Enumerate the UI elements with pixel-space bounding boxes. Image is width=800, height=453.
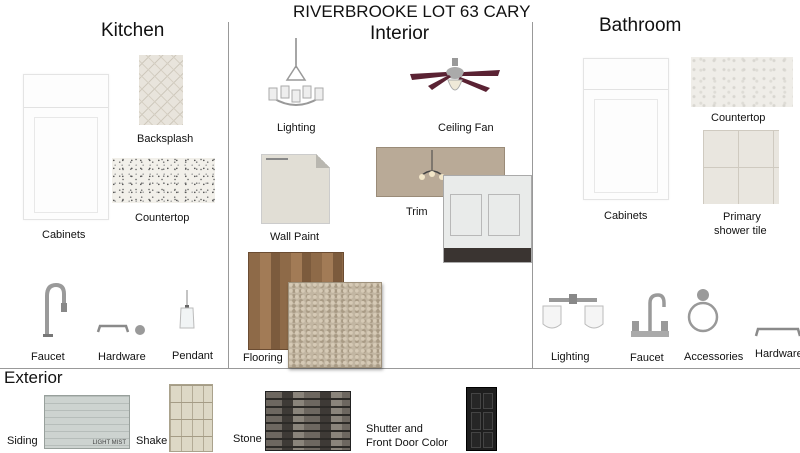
divider-exterior xyxy=(0,368,800,369)
interior-trim-image-wainscot xyxy=(443,175,532,263)
exterior-siding-label: Siding xyxy=(7,435,38,447)
exterior-shake-swatch xyxy=(169,384,213,452)
bathroom-lighting-label: Lighting xyxy=(551,351,590,363)
kitchen-backsplash-image xyxy=(139,55,183,125)
bathroom-vanity-light-icon xyxy=(542,294,604,329)
bathroom-cabinets-label: Cabinets xyxy=(604,210,648,222)
interior-ceiling-fan-label: Ceiling Fan xyxy=(438,122,494,134)
bathroom-cabinet-image xyxy=(583,58,669,200)
exterior-shutter-label-line2: Front Door Color xyxy=(366,437,448,449)
exterior-stone-swatch xyxy=(265,391,351,451)
exterior-siding-swatch: LIGHT MIST xyxy=(44,395,130,449)
interior-trim-image-room xyxy=(376,147,505,197)
interior-flooring-label: Flooring xyxy=(243,352,283,364)
bathroom-shower-tile-image xyxy=(703,130,779,204)
kitchen-backsplash-label: Backsplash xyxy=(137,133,194,145)
bathroom-hardware-label: Hardware xyxy=(755,348,800,360)
kitchen-cabinets-label: Cabinets xyxy=(42,229,86,241)
kitchen-hardware-icon xyxy=(96,324,145,335)
kitchen-pendant-label: Pendant xyxy=(172,350,213,362)
bathroom-faucet-icon xyxy=(631,293,669,337)
interior-wall-paint-swatch xyxy=(261,154,330,224)
exterior-front-door-swatch xyxy=(466,387,497,451)
kitchen-pendant-icon xyxy=(179,290,195,329)
divider-interior-bathroom xyxy=(532,22,533,368)
exterior-shake-label: Shake xyxy=(136,435,168,447)
section-interior-heading: Interior xyxy=(370,23,430,44)
interior-trim-label: Trim xyxy=(406,206,428,218)
section-exterior-heading: Exterior xyxy=(4,368,63,387)
bathroom-shower-tile-label-line1: Primary xyxy=(723,211,761,223)
kitchen-countertop-image xyxy=(112,158,215,203)
bathroom-accessories-label: Accessories xyxy=(684,351,744,363)
section-bathroom-heading: Bathroom xyxy=(599,15,682,36)
interior-flooring-carpet-image xyxy=(288,282,382,368)
exterior-siding-swatch-caption: LIGHT MIST xyxy=(92,440,126,446)
kitchen-cabinet-image xyxy=(23,74,109,220)
kitchen-hardware-label: Hardware xyxy=(98,351,146,363)
bathroom-towel-ring-icon xyxy=(687,289,719,333)
kitchen-faucet-icon xyxy=(43,282,67,337)
bathroom-hardware-icon xyxy=(754,327,800,337)
kitchen-countertop-label: Countertop xyxy=(135,212,190,224)
interior-wall-paint-label: Wall Paint xyxy=(270,231,320,243)
bathroom-countertop-image xyxy=(691,57,793,107)
bathroom-shower-tile-label-line2: shower tile xyxy=(714,225,767,237)
kitchen-faucet-label: Faucet xyxy=(31,351,65,363)
exterior-shutter-label-line1: Shutter and xyxy=(366,423,423,435)
interior-chandelier-icon xyxy=(268,38,324,106)
exterior-stone-label: Stone xyxy=(233,433,262,445)
bathroom-countertop-label: Countertop xyxy=(711,112,766,124)
page-title: RIVERBROOKE LOT 63 CARY xyxy=(293,2,531,21)
interior-lighting-label: Lighting xyxy=(277,122,316,134)
divider-kitchen-interior xyxy=(228,22,229,368)
bathroom-faucet-label: Faucet xyxy=(630,352,664,364)
section-kitchen-heading: Kitchen xyxy=(101,20,165,41)
interior-ceiling-fan-icon xyxy=(410,58,500,92)
